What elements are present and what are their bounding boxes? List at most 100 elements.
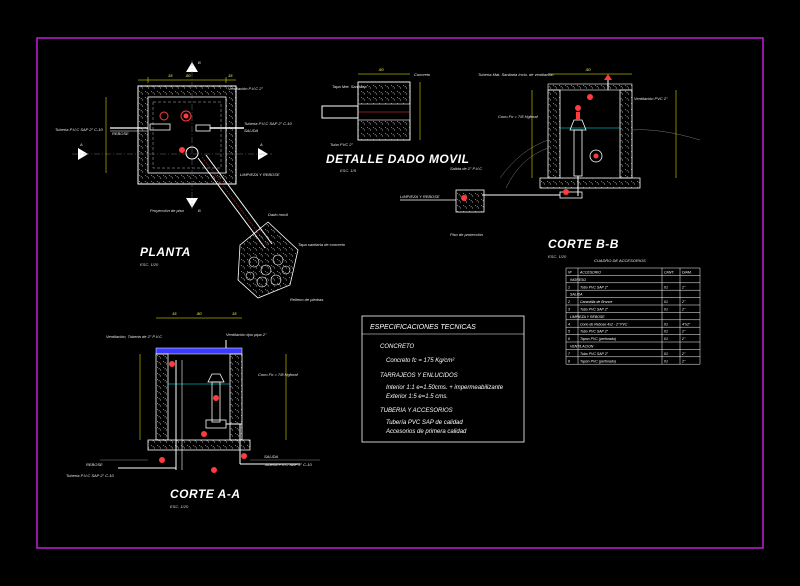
detalle-scale: ESC. 1/5 xyxy=(340,168,357,173)
table-group-label: SALIDA xyxy=(570,293,583,297)
table-cell: 2" xyxy=(681,285,686,289)
table-cell: 2" xyxy=(681,359,686,363)
table-cell: 5 xyxy=(568,330,570,334)
specs-tarrajeo-h: TARRAJEOS Y ENLUCIDOS xyxy=(380,373,458,379)
table-cell: 2" xyxy=(681,337,686,341)
table-cell: Cono de Rebose 4x2 - 2" PVC xyxy=(580,322,628,326)
table-cell: 01 xyxy=(664,300,668,304)
ann-tuberia-ventilacion: Tubería Mat. Sanitaria Inclu. de ventila… xyxy=(478,72,554,77)
ann-limpieza: LIMPIEZA Y REBOSE xyxy=(240,172,280,177)
specs-tuberia-1: Tubería PVC SAP de calidad xyxy=(386,420,463,426)
ann-limpieza-bb: LIMPIEZA Y REBOSE xyxy=(400,194,440,199)
detalle-title: DETALLE DADO MOVIL xyxy=(326,152,469,166)
ann-aa-left: Ventilación, Tuberia de 2" P.V.C xyxy=(106,334,162,339)
planta-title: PLANTA xyxy=(140,245,191,259)
specs-tarrajeo-1: Interior 1:1 e=1.50cms. + impermeabiliza… xyxy=(386,385,504,391)
table-cell: 2" xyxy=(681,330,686,334)
table-cell: 2" xyxy=(681,308,686,312)
dim-aa-2: .80 xyxy=(196,311,202,316)
dim-planta-2: .80 xyxy=(185,73,191,78)
table-cell: 7 xyxy=(568,352,571,356)
table-cell: Tubo PVC SAP 2" xyxy=(580,308,609,312)
specs-tuberia-h: TUBERIA Y ACCESORIOS xyxy=(380,408,453,414)
table-cell: Tubo PVC SAP 2" xyxy=(580,352,609,356)
table-title: CUADRO DE ACCESORIOS xyxy=(594,258,646,263)
section-mark-b-top: B xyxy=(198,60,201,65)
ann-tapa: Tapa sanitaria de concreto xyxy=(298,242,346,247)
table-cell: 4 xyxy=(568,322,570,326)
ann-tuberia-rebose: Tubería P.V.C SAP 2" C-10 xyxy=(55,127,104,132)
ann-tuberia-aa-right: Tubería P.V.C SAP 2" C-10 xyxy=(264,462,313,467)
table-cell: 3 xyxy=(568,308,570,312)
ann-dado-movil: Dado movil xyxy=(268,212,288,217)
specs-box xyxy=(361,315,525,443)
table-cell: 01 xyxy=(664,337,668,341)
ann-aa-right: Ventilación tipo pipa 2" xyxy=(226,332,267,337)
ann-salida-aa: SALIDA xyxy=(264,454,279,459)
specs-concreto-v: Concreto fc = 175 Kg/cm² xyxy=(386,358,455,364)
ann-piso-prot: Piso de protección xyxy=(450,232,484,237)
ann-rebose-aa: REBOSE xyxy=(86,462,103,467)
planta-scale: ESC. 1/20 xyxy=(140,262,159,267)
specs-heading: ESPECIFICACIONES TECNICAS xyxy=(370,324,476,331)
corte-aa-title: CORTE A-A xyxy=(170,487,241,501)
section-mark-a-right: A xyxy=(259,142,263,147)
specs-tarrajeo-2: Exterior 1:5 e=1.5 cms. xyxy=(386,394,448,400)
dim-planta-3: 15 xyxy=(228,73,233,78)
ann-proyeccion: Proyección de piso xyxy=(150,208,185,213)
table-cell: 01 xyxy=(664,352,668,356)
table-header-cell: CANT. xyxy=(664,271,674,275)
corte-aa-scale: ESC. 1/20 xyxy=(170,504,189,509)
table-header-cell: ACCESORIO xyxy=(579,271,601,275)
dim-corte-bb: .50 xyxy=(585,67,591,72)
table-cell: 1 xyxy=(568,285,570,289)
specs-concreto-h: CONCRETO xyxy=(380,344,415,350)
table-cell: 2 xyxy=(567,300,570,304)
corte-bb-title: CORTE B-B xyxy=(548,237,619,251)
ann-ventilacion-bb: Ventilación PVC 2" xyxy=(634,96,668,101)
ann-tapa-metal: Tapa Met. Sanitaria xyxy=(332,84,367,89)
planta-view xyxy=(72,60,299,299)
table-header-cell: Nº xyxy=(568,271,573,275)
table-cell: 01 xyxy=(664,308,668,312)
dim-detalle: .50 xyxy=(378,67,384,72)
ann-relleno: Relleno de piedras xyxy=(290,297,323,302)
table-cell: 01 xyxy=(664,330,668,334)
corte-bb-scale: ESC. 1/20 xyxy=(548,254,567,259)
ann-tuberia-salida: Tubería P.V.C SAP 2" C-10 xyxy=(244,121,293,126)
table-group-label: LIMPIEZA Y REBOSE xyxy=(570,315,605,319)
table-cell: Canastilla de Bronce xyxy=(580,300,612,304)
table-cell: 2" xyxy=(681,352,686,356)
specs-tuberia-2: Accesorios de primera calidad xyxy=(385,429,467,435)
corte-aa-view xyxy=(100,317,320,473)
ann-rebose: REBOSE xyxy=(112,131,129,136)
ann-cono-rebose: Cono Fo = 7/8 Hgforaf xyxy=(498,114,539,119)
ann-cono-aa: Cono Fo = 7/8 Hgforaf xyxy=(258,372,299,377)
ann-tuberia-aa: Tubería P.V.C SAP 2" C-10 xyxy=(66,473,115,478)
dim-aa-1: 15 xyxy=(172,311,177,316)
table-cell: 01 xyxy=(664,322,668,326)
table-group-label: VENTILACION xyxy=(570,345,594,349)
ann-salida: SALIDA xyxy=(244,128,259,133)
section-mark-a-left: A xyxy=(79,142,83,147)
ann-ventilacion-planta: Ventilación P.V.C 2" xyxy=(228,86,264,91)
ann-tubo-pvc: Tubo PVC 2" xyxy=(330,142,353,147)
table-cell: 4"x2" xyxy=(682,322,691,326)
table-cell: 6 xyxy=(568,337,570,341)
table-cell: 01 xyxy=(664,285,668,289)
ann-salida-pvc: Salida de 2" P.V.C xyxy=(450,166,482,171)
table-cell: Tapón PVC (perforado) xyxy=(580,359,616,363)
table-cell: 01 xyxy=(664,359,668,363)
table-cell: 8 xyxy=(568,359,570,363)
section-mark-b-bottom: B xyxy=(198,208,201,213)
table-header-cell: DIAM. xyxy=(682,271,692,275)
table-cell: Tubo PVC SAP 2" xyxy=(580,330,609,334)
table-cell: Tubo PVC SAP 2" xyxy=(580,285,609,289)
corte-bb-view xyxy=(400,73,701,213)
dim-aa-3: 15 xyxy=(232,311,237,316)
dim-planta-1: 15 xyxy=(168,73,173,78)
ann-concreto: Concreto xyxy=(414,72,431,77)
table-cell: 2" xyxy=(681,300,686,304)
